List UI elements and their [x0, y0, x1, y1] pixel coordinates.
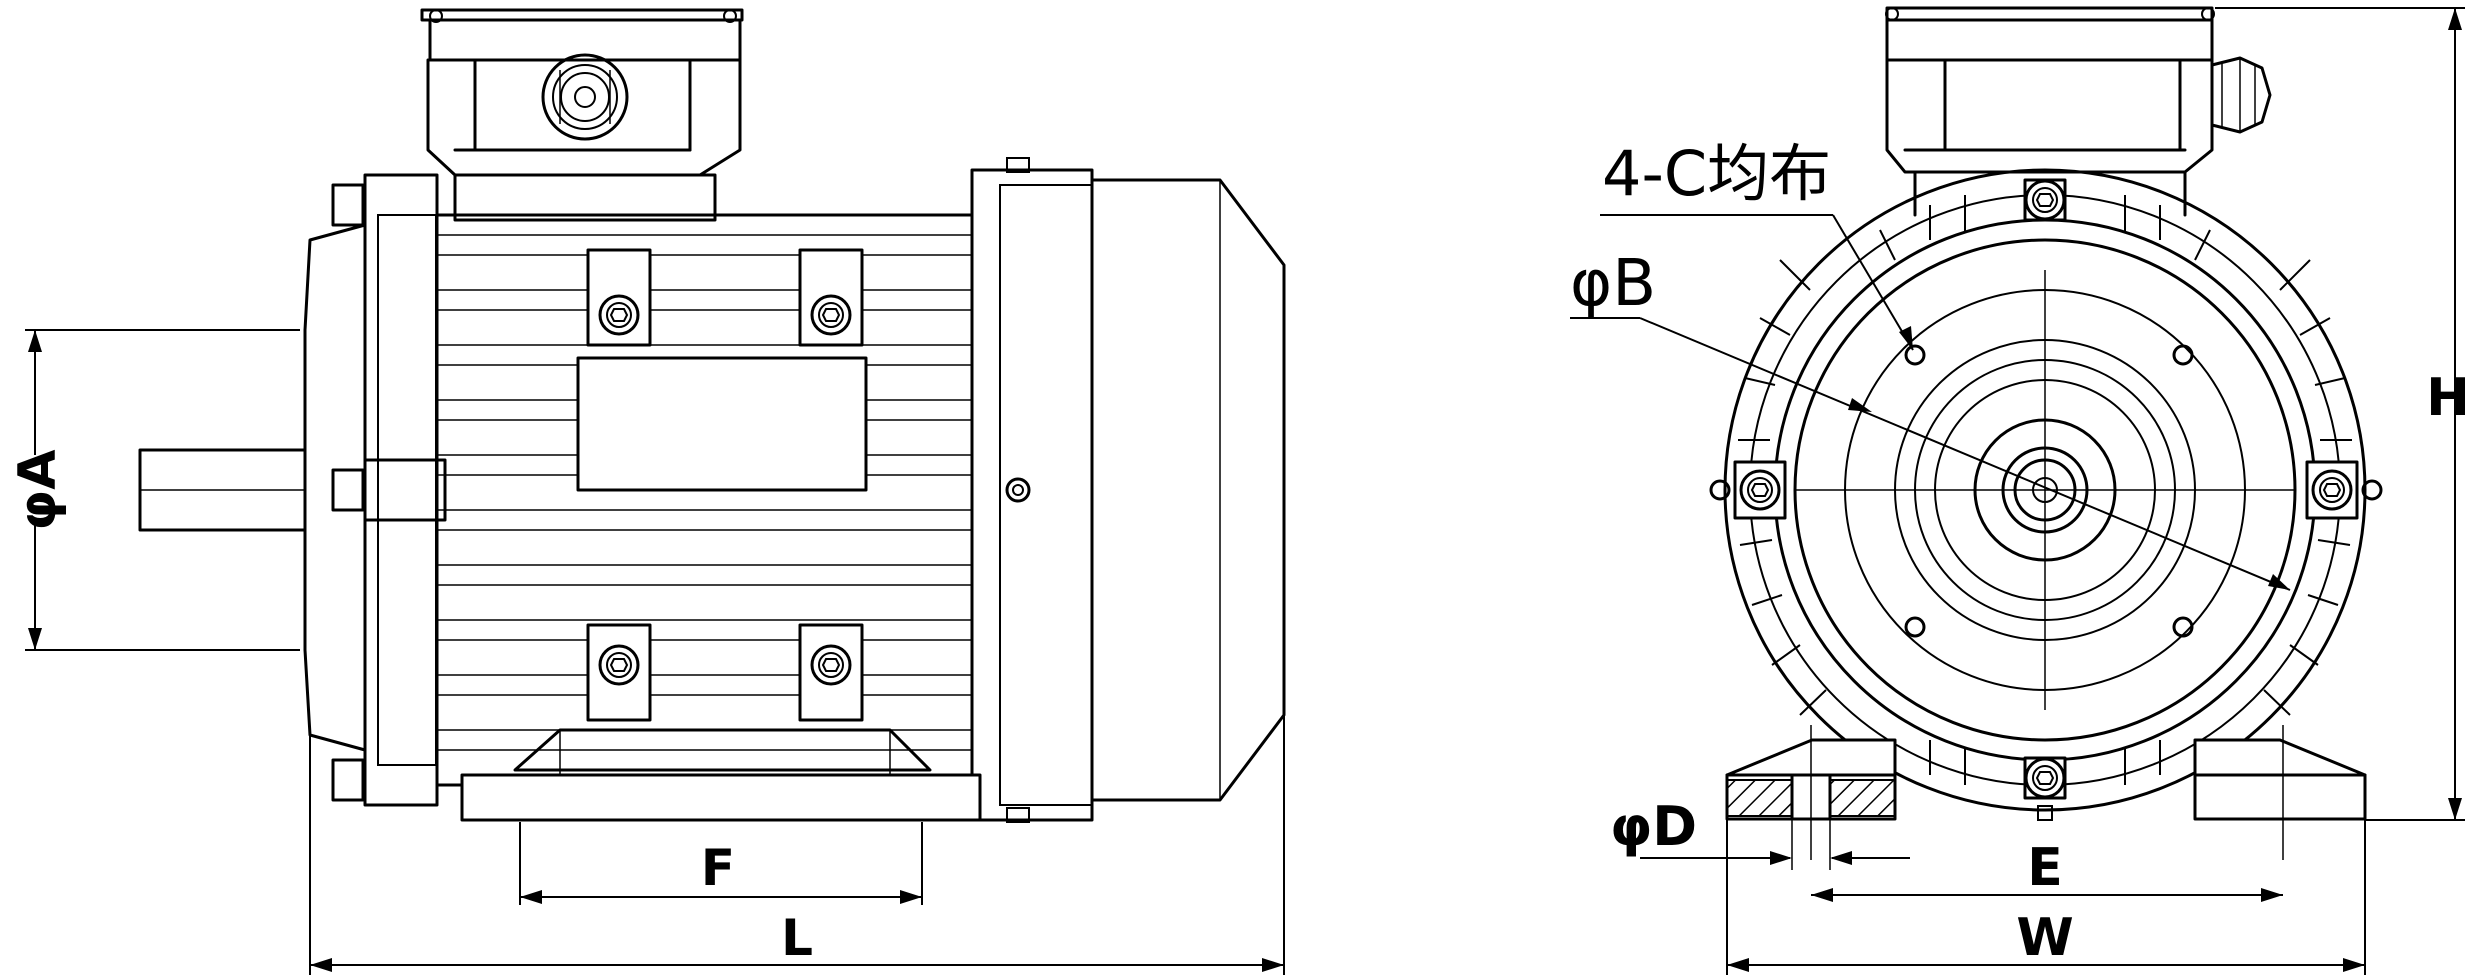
- e-label: E: [2027, 838, 2063, 898]
- dimension-l: L: [309, 265, 1285, 975]
- h-label: H: [2426, 368, 2468, 428]
- terminal-box-end: [1885, 6, 2272, 174]
- front-end-shield: [303, 173, 447, 807]
- dimension-f: F: [519, 822, 923, 905]
- phi-d-label: φD: [1610, 795, 1697, 858]
- rear-end-shield: [970, 157, 1094, 823]
- l-label: L: [781, 909, 813, 967]
- phi-b-label: φB: [1570, 247, 1656, 321]
- annotation-phi-b: φB: [1570, 247, 2291, 591]
- frame-bolts: [1709, 178, 2383, 821]
- dimension-h: H: [2215, 7, 2468, 821]
- fan-cover: [1090, 178, 1286, 802]
- side-feet: [460, 728, 982, 822]
- phi-a-label: φA: [8, 450, 68, 531]
- dimension-e: E: [1811, 838, 2283, 902]
- motor-body: [435, 213, 974, 787]
- end-feet: [1725, 725, 2367, 860]
- dimension-w: W: [1726, 819, 2366, 975]
- end-shield-face: [1793, 238, 2297, 742]
- body-lugs: [586, 248, 864, 722]
- side-view: φA F L: [8, 8, 1286, 975]
- flange-holes: [1904, 344, 2194, 638]
- shaft: [138, 448, 307, 532]
- hole-count-c-label: 4-C均布: [1602, 137, 1831, 210]
- dimension-phi-a: φA: [8, 329, 300, 651]
- terminal-box: [420, 8, 744, 222]
- dimension-phi-d: φD: [1610, 795, 1910, 870]
- cable-gland-end: [2210, 56, 2272, 134]
- f-label: F: [701, 839, 735, 897]
- cable-gland-side: [541, 53, 629, 141]
- end-view: 4-C均布 φB H φD: [1570, 6, 2468, 975]
- annotation-4-c: 4-C均布: [1600, 137, 1914, 351]
- w-label: W: [2016, 908, 2073, 968]
